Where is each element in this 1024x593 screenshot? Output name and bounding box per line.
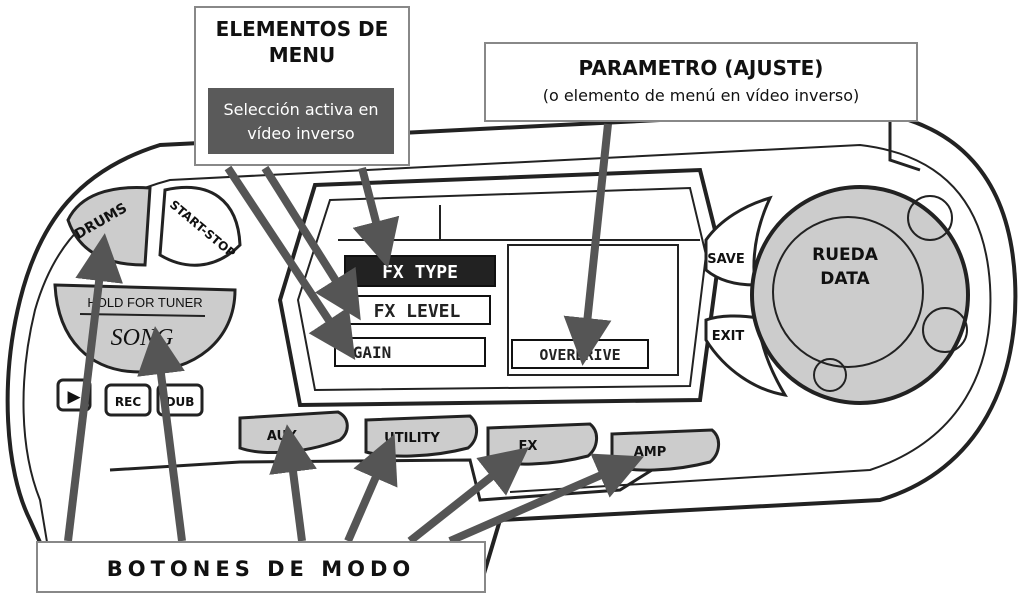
parameter-callout-subtitle: (o elemento de menú en vídeo inverso) <box>542 86 860 105</box>
mode-buttons-callout-title: BOTONES DE MODO <box>106 557 416 581</box>
callout-arrows <box>64 123 644 545</box>
fx-label: FX <box>519 439 538 454</box>
lcd-item-fx-level <box>344 295 491 325</box>
amp-button[interactable]: AMP <box>610 428 720 472</box>
utility-button[interactable]: UTILITY <box>364 414 478 458</box>
parameter-callout: PARAMETRO (AJUSTE) (o elemento de menú e… <box>484 42 918 122</box>
exit-label: EXIT <box>712 329 745 344</box>
play-icon: ▶ <box>67 387 81 407</box>
exit-button[interactable]: EXIT <box>704 314 788 398</box>
rec-button[interactable]: REC <box>104 383 152 417</box>
fx-button[interactable]: FX <box>486 422 598 466</box>
hold-for-tuner-label: HOLD FOR TUNER <box>87 295 202 310</box>
amp-label: AMP <box>634 445 667 460</box>
device-body-inner <box>22 143 992 561</box>
dub-label: DUB <box>166 395 195 409</box>
song-label: SONG <box>111 325 174 351</box>
start-stop-button[interactable]: START-STOP <box>158 185 242 267</box>
utility-label: UTILITY <box>384 431 440 446</box>
save-label: SAVE <box>707 252 744 267</box>
lcd-item-gain <box>334 337 486 367</box>
lcd-item-fx-type-label: FX TYPE <box>382 262 458 283</box>
lcd-parameter-value-label: OVERDRIVE <box>539 346 620 364</box>
menu-items-callout-title: ELEMENTOS DE MENU <box>215 17 389 67</box>
rec-label: REC <box>115 395 141 409</box>
parameter-callout-title: PARAMETRO (AJUSTE) <box>578 56 824 80</box>
mode-buttons-callout: BOTONES DE MODO <box>36 541 486 593</box>
lcd-item-gain-label: GAIN <box>353 343 392 362</box>
aux-label: AUX <box>267 429 297 444</box>
menu-items-callout-subtitle: Selección activa en vídeo inverso <box>208 88 394 154</box>
save-button[interactable]: SAVE <box>704 195 773 287</box>
device-top-notch <box>888 120 921 172</box>
lcd-item-fx-level-label: FX LEVEL <box>374 301 461 322</box>
menu-items-callout: ELEMENTOS DE MENU Selección activa en ví… <box>194 6 410 166</box>
